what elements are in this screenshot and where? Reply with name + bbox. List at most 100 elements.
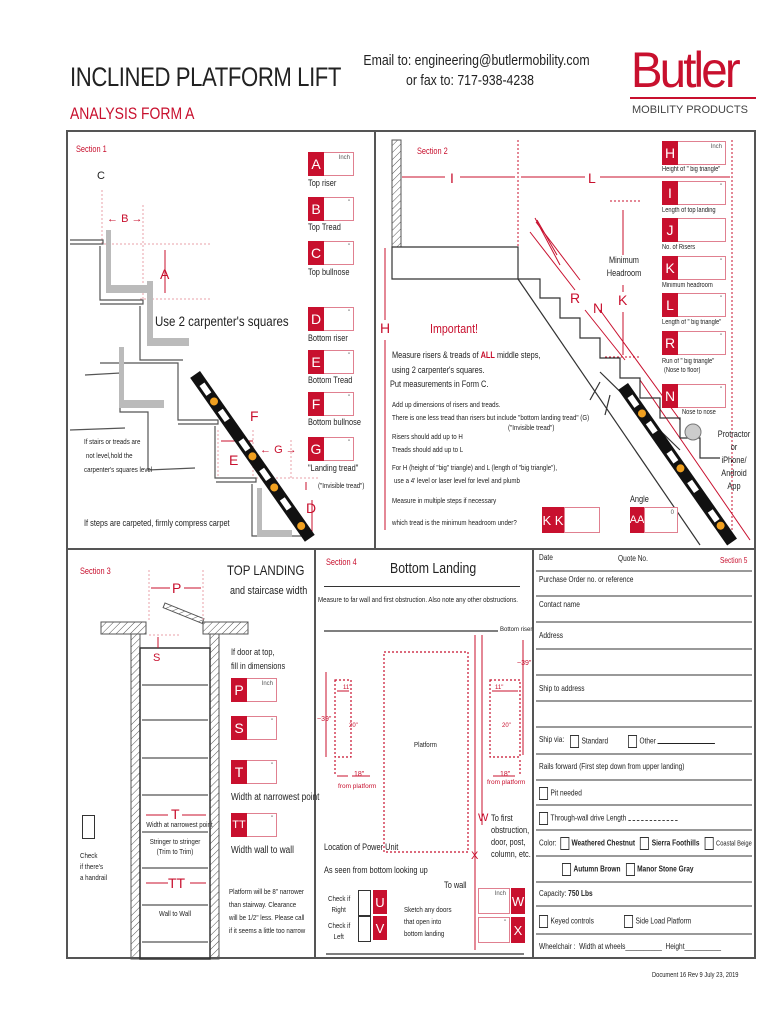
field-j-input[interactable]	[678, 218, 726, 242]
field-f-input[interactable]: "	[324, 392, 354, 416]
field-r[interactable]: R"	[662, 331, 726, 355]
field-i-input[interactable]: "	[678, 181, 726, 205]
row-ship-to-2[interactable]	[536, 702, 752, 728]
field-e-input[interactable]: "	[324, 350, 354, 374]
field-d-input[interactable]: "	[324, 307, 354, 331]
door-note-2: fill in dimensions	[231, 661, 286, 671]
row-address[interactable]: Address	[536, 623, 752, 650]
field-j[interactable]: J	[662, 218, 726, 242]
field-kk-input[interactable]	[564, 507, 600, 533]
note-5: There is one less tread than risers but …	[392, 413, 590, 422]
field-l-input[interactable]: "	[678, 293, 726, 317]
sketch-2: that open into	[404, 917, 442, 926]
color-label: Color:	[539, 838, 557, 848]
field-n-input[interactable]: "	[678, 384, 726, 408]
field-k[interactable]: K"	[662, 256, 726, 280]
row-address-2[interactable]	[536, 650, 752, 676]
sketch-3: bottom landing	[404, 929, 445, 938]
field-g-input[interactable]: "	[324, 437, 354, 461]
field-f[interactable]: F"	[308, 392, 354, 416]
check-left-label: Check if Left	[328, 920, 350, 942]
keyed-controls-checkbox[interactable]	[539, 915, 549, 928]
row-contact[interactable]: Contact name	[536, 597, 752, 623]
section4-label: Section 4	[326, 557, 357, 567]
label-f: F	[250, 408, 259, 424]
obstruction-4: column, etc.	[491, 849, 531, 859]
field-g-letter: G	[308, 437, 324, 461]
field-n[interactable]: N"	[662, 384, 726, 408]
approx39-right: ~39"	[517, 660, 532, 667]
row-rails: Rails forward (First step down from uppe…	[536, 755, 752, 781]
field-a-input[interactable]: Inch	[324, 152, 354, 176]
field-w-input[interactable]: Inch	[478, 888, 510, 914]
row-color: Color: Weathered Chestnut Sierra Foothil…	[536, 831, 752, 857]
field-s[interactable]: S"	[231, 716, 277, 740]
field-c-input[interactable]: "	[324, 241, 354, 265]
carpet-note: If steps are carpeted, firmly compress c…	[84, 518, 230, 528]
check-left-box[interactable]	[358, 916, 371, 942]
field-l-caption: Length of " big triangle"	[662, 319, 722, 326]
standard-checkbox[interactable]	[570, 735, 580, 748]
field-k-caption: Minimum headroom	[662, 282, 713, 289]
through-wall-checkbox[interactable]	[539, 812, 549, 825]
section-divider	[374, 130, 376, 548]
field-b[interactable]: B"	[308, 197, 354, 221]
field-aa-input[interactable]: 0	[644, 507, 678, 533]
field-r-input[interactable]: "	[678, 331, 726, 355]
section3-title: TOP LANDING	[227, 562, 305, 578]
field-x-input[interactable]: "	[478, 917, 510, 943]
field-a-caption: Top riser	[308, 178, 337, 188]
other-checkbox[interactable]	[628, 735, 638, 748]
protractor-line-3: iPhone/	[721, 455, 747, 465]
field-c-letter: C	[308, 241, 324, 265]
height-field[interactable]: Height__________	[665, 942, 722, 951]
field-l[interactable]: L"	[662, 293, 726, 317]
field-b-input[interactable]: "	[324, 197, 354, 221]
field-tt[interactable]: TT"	[231, 813, 277, 837]
row-ship-to[interactable]: Ship to address	[536, 676, 752, 702]
check-right-box[interactable]	[358, 890, 371, 916]
row-po[interactable]: Purchase Order no. or reference	[536, 572, 752, 597]
wall-to-wall-inside: Wall to Wall	[158, 909, 192, 918]
note-6: ("Invisible tread")	[508, 423, 555, 432]
field-s-input[interactable]: "	[247, 716, 277, 740]
handrail-checkbox[interactable]	[82, 815, 95, 839]
logo-underline	[630, 97, 756, 99]
autumn-brown-checkbox[interactable]	[562, 863, 572, 876]
protractor-line-1: Protractor	[717, 429, 751, 439]
side-load-label: Side Load Platform	[635, 916, 692, 926]
row-date-quote[interactable]: Date Quote No. Section 5	[536, 550, 752, 572]
manor-stone-gray-checkbox[interactable]	[625, 863, 635, 876]
field-d[interactable]: D"	[308, 307, 354, 331]
other-input[interactable]	[657, 742, 716, 744]
field-i[interactable]: I"	[662, 181, 726, 205]
length-input[interactable]	[628, 819, 678, 821]
field-k-input[interactable]: "	[678, 256, 726, 280]
side-load-checkbox[interactable]	[624, 915, 634, 928]
coastal-beige-checkbox[interactable]	[704, 837, 714, 850]
field-t[interactable]: T"	[231, 760, 277, 784]
weathered-chestnut-checkbox[interactable]	[559, 837, 569, 850]
width-wheels-field[interactable]: Width at wheels__________	[579, 942, 662, 951]
field-e[interactable]: E"	[308, 350, 354, 374]
field-h-input[interactable]: Inch	[678, 141, 726, 165]
field-g-caption: "Landing tread"	[308, 463, 359, 473]
section4-title: Bottom Landing	[390, 560, 477, 577]
field-tt-input[interactable]: "	[247, 813, 277, 837]
note-10: use a 4' level or laser level for level …	[394, 476, 520, 485]
field-c[interactable]: C"	[308, 241, 354, 265]
field-e-caption: Bottom Tread	[308, 375, 353, 385]
obstruction-3: door, post,	[491, 837, 526, 847]
label-tt: TT	[168, 875, 186, 891]
field-t-input[interactable]: "	[247, 760, 277, 784]
field-g[interactable]: G"	[308, 437, 354, 461]
min-headroom-2: Headroom	[606, 268, 642, 278]
pit-checkbox[interactable]	[539, 787, 549, 800]
field-p-input[interactable]: Inch	[247, 678, 277, 702]
sierra-foothills-checkbox[interactable]	[640, 837, 650, 850]
